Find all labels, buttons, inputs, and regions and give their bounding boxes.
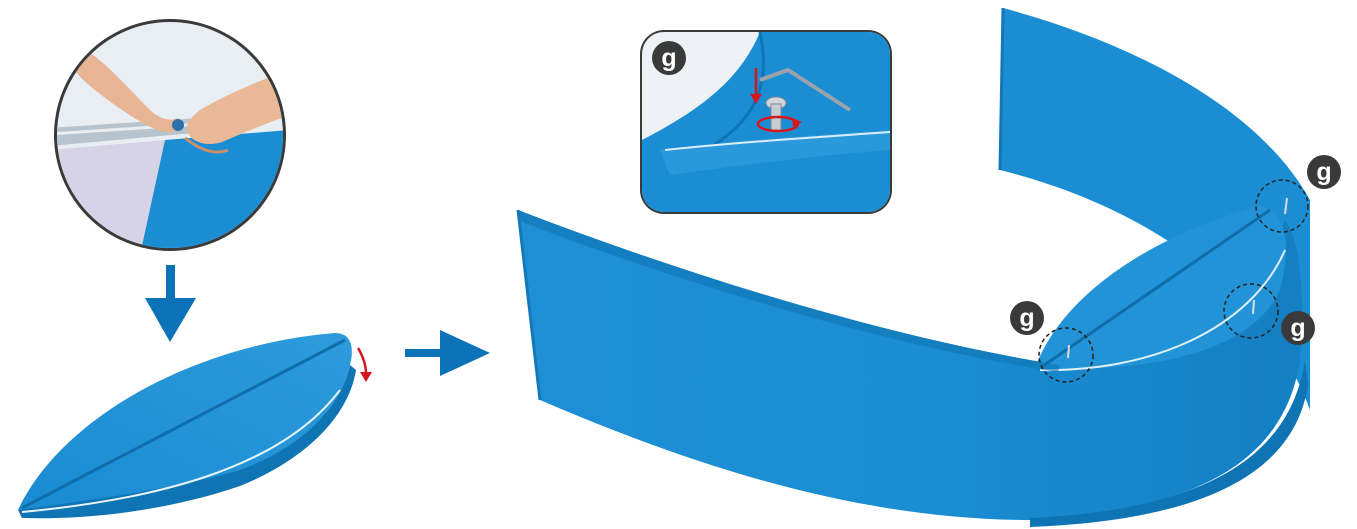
right-arrow-icon [405, 330, 490, 376]
callout-circle-top [1255, 179, 1309, 233]
badge-right: g [1281, 311, 1315, 345]
badge-inset: g [652, 41, 686, 75]
allen-key-icon [759, 68, 852, 112]
badge-top-right: g [1307, 155, 1341, 189]
badge-right-label: g [1290, 314, 1305, 342]
callout-circle-right [1223, 283, 1279, 339]
red-arrow-icon [356, 347, 372, 382]
badge-left-label: g [1019, 304, 1034, 332]
badge-top-right-label: g [1316, 158, 1331, 186]
rotation-arrow-icon [750, 68, 802, 133]
callout-circle-left [1038, 327, 1094, 383]
hands-photo [67, 40, 283, 154]
photo-inset [54, 19, 286, 251]
badge-inset-label: g [661, 44, 676, 72]
pool-wall [516, 7, 1310, 527]
badge-left: g [1010, 301, 1044, 335]
wall-back-panel [1000, 8, 1310, 410]
down-arrow-icon [145, 265, 196, 342]
floor-section [18, 333, 356, 519]
